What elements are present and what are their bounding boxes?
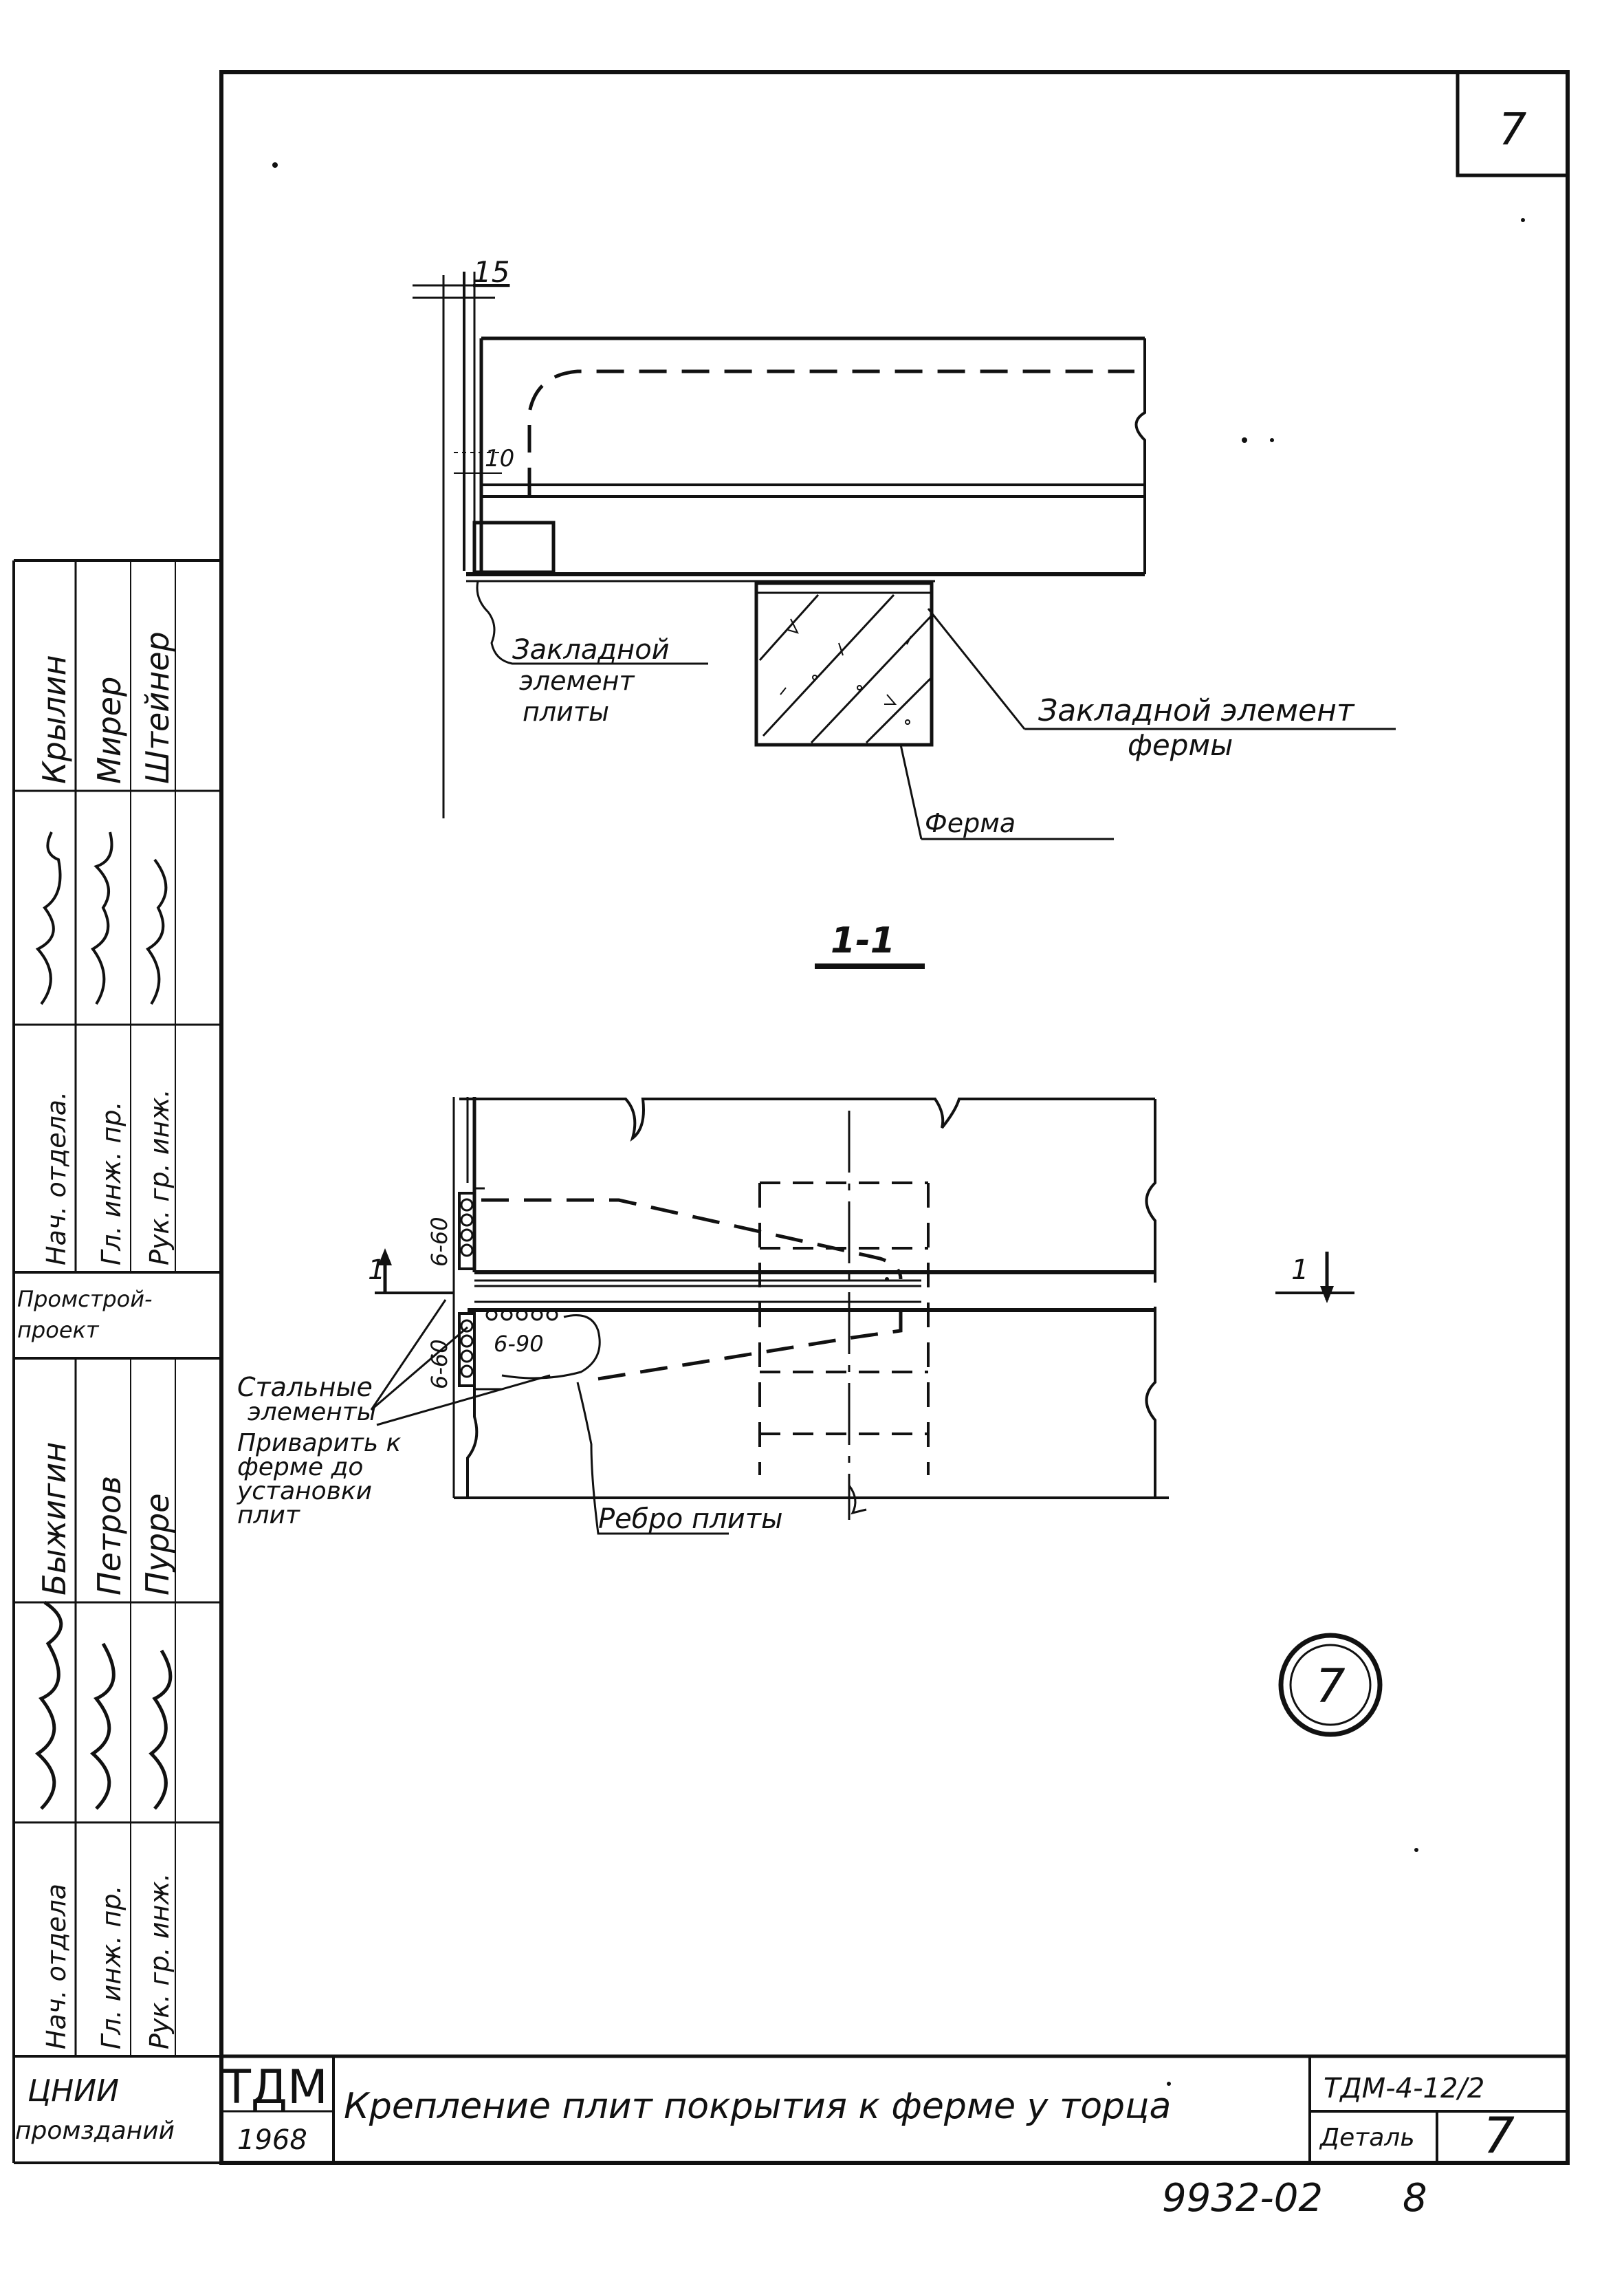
section-mark-right: 1 <box>1275 1252 1354 1303</box>
dim-top: 15 <box>473 255 509 289</box>
stamp-upper-role-1: Нач. отдела. <box>41 1091 72 1265</box>
section-mark-left: 1 <box>368 1248 454 1294</box>
stamp-upper-name-1: Крылин <box>36 655 73 784</box>
weld-inner: 6-90 <box>494 1331 544 1357</box>
stamp-lower-role-3: Рук. гр. инж. <box>144 1873 175 2049</box>
plate-embed-box <box>472 521 556 574</box>
section-title: 1-1 <box>815 920 925 969</box>
signatures-lower <box>34 1600 173 1810</box>
stamp-org-upper-1: Промстрой- <box>17 1286 153 1312</box>
dim-mid: 10 <box>485 445 514 472</box>
stamp-upper-name-2: Мирер <box>91 677 128 784</box>
stamp-upper-role-3: Рук. гр. инж. <box>144 1089 175 1265</box>
signatures-upper <box>35 831 168 1005</box>
footer: 9932-02 8 <box>1162 2176 1427 2221</box>
stamp-lower-name-3: Пурре <box>139 1493 176 1595</box>
stamp-org-lower-2: промзданий <box>15 2117 175 2145</box>
callout-truss: Ферма <box>925 808 1016 838</box>
section-label: 1-1 <box>831 920 895 961</box>
weld-lower: 6-60 <box>426 1339 452 1389</box>
callout-truss-embed-1: Закладной элемент <box>1038 693 1355 728</box>
stamp-org-lower-1: ЦНИИ <box>28 2073 119 2109</box>
concrete-hatch-marks <box>780 618 912 725</box>
scan-specks <box>272 162 1525 2086</box>
callout-weld-note-3: установки <box>237 1477 372 1505</box>
stamp-upper-name-3: Штейнер <box>139 631 176 784</box>
steel-element-lower <box>458 1312 476 1387</box>
callout-weld-note-4: плит <box>237 1501 300 1529</box>
sheet-number-box <box>1456 70 1570 177</box>
plan-view: 6-60 6-60 6-90 1 1 Стальные элементы При… <box>237 1097 1354 1535</box>
detail-marker: 7 <box>1278 1633 1383 1737</box>
page-number: 8 <box>1403 2176 1427 2221</box>
callout-plate-embed-3: плиты <box>523 697 609 727</box>
title-block: ТДМ 1968 Крепление плит покрытия к ферме… <box>221 2054 1568 2164</box>
sheet-number: 7 <box>1499 105 1527 155</box>
title-text: Крепление плит покрытия к ферме у торца <box>344 2086 1171 2127</box>
callout-steel-2: элементы <box>248 1398 376 1426</box>
stamp-lower-name-2: Петров <box>91 1476 128 1595</box>
archive-number: 9932-02 <box>1162 2176 1323 2221</box>
stamp-lower-name-1: Быжигин <box>36 1442 73 1595</box>
sheet-frame: 7 <box>219 70 1570 2165</box>
title-code: ТДМ-4-12/2 <box>1324 2073 1484 2104</box>
weld-upper: 6-60 <box>426 1217 452 1267</box>
callout-plate-embed-2: элемент <box>519 666 635 696</box>
callout-truss-embed-2: фермы <box>1128 728 1233 762</box>
title-detail-label: Деталь <box>1319 2124 1415 2152</box>
callout-weld-note-1: Приварить к <box>237 1429 401 1457</box>
callout-weld-note-2: ферме до <box>237 1453 363 1481</box>
steel-element-upper <box>458 1192 476 1270</box>
stamp-lower-role-1: Нач. отдела <box>41 1884 72 2049</box>
callout-steel-1: Стальные <box>237 1372 373 1402</box>
section-mark-right-label: 1 <box>1291 1254 1308 1286</box>
stamp-upper-role-2: Гл. инж. пр. <box>96 1101 127 1265</box>
title-year: 1968 <box>237 2124 307 2156</box>
callout-plate-embed-1: Закладной <box>512 634 670 666</box>
title-logo: ТДМ <box>221 2060 327 2115</box>
section-mark-left-label: 1 <box>368 1254 385 1286</box>
title-detail-number: 7 <box>1483 2106 1515 2164</box>
stamp-org-upper-2: проект <box>17 1317 100 1343</box>
side-stamp: Крылин Мирер Штейнер Нач. отдела. Гл. ин… <box>12 559 221 2164</box>
truss-block <box>754 581 934 747</box>
detail-marker-number: 7 <box>1315 1659 1345 1714</box>
callout-rib: Ребро плиты <box>598 1503 783 1535</box>
top-section-view: 15 10 <box>413 255 1396 840</box>
stamp-lower-role-2: Гл. инж. пр. <box>96 1885 127 2049</box>
